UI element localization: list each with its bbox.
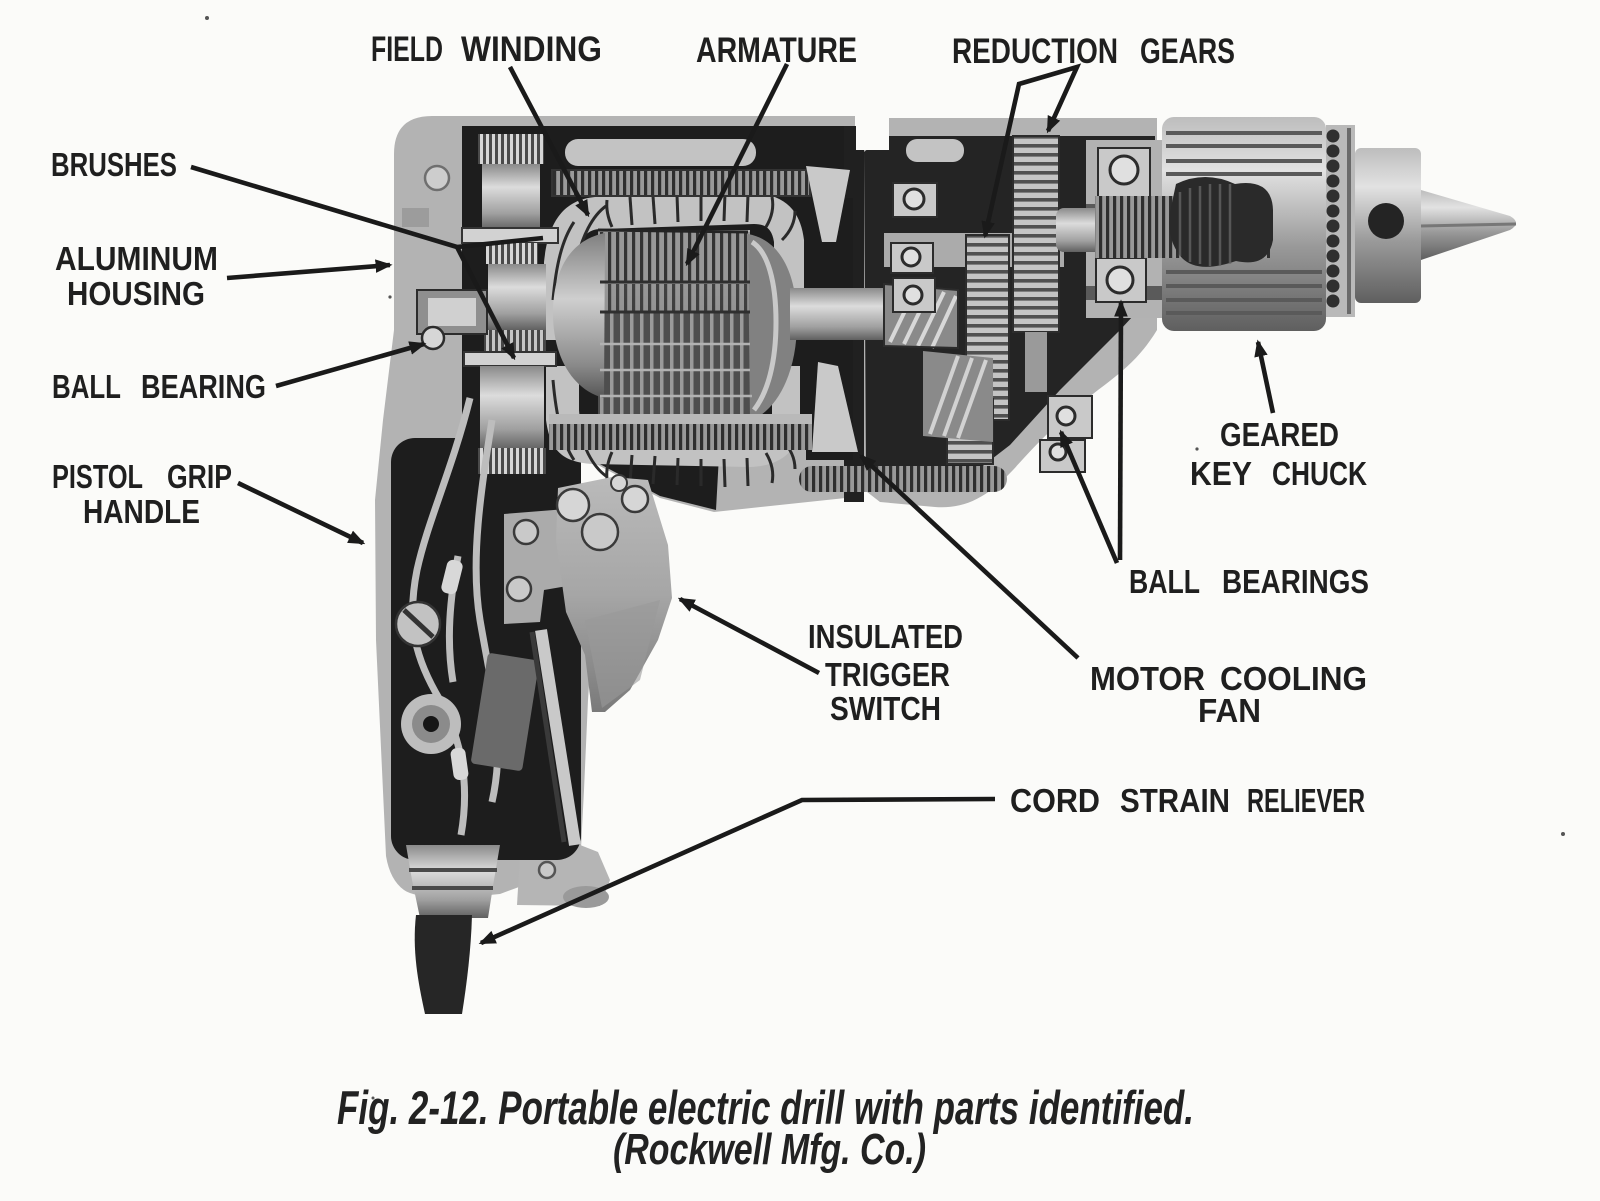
svg-text:FIELD: FIELD xyxy=(371,30,443,69)
svg-text:ARMATURE: ARMATURE xyxy=(696,31,857,70)
svg-text:Fig. 2-12. Portable electric: Fig. 2-12. Portable electric drill with … xyxy=(337,1081,1194,1134)
svg-text:BALL: BALL xyxy=(1129,563,1200,600)
svg-text:GEARS: GEARS xyxy=(1140,32,1235,71)
svg-text:REDUCTION: REDUCTION xyxy=(952,32,1118,71)
svg-text:CORD: CORD xyxy=(1010,782,1100,819)
svg-text:BEARING: BEARING xyxy=(141,368,266,405)
svg-text:STRAIN: STRAIN xyxy=(1120,782,1230,819)
svg-text:INSULATED: INSULATED xyxy=(808,618,963,655)
svg-text:WINDING: WINDING xyxy=(461,30,602,69)
svg-text:GRIP: GRIP xyxy=(167,458,232,495)
svg-text:BALL: BALL xyxy=(52,368,121,405)
svg-text:RELIEVER: RELIEVER xyxy=(1247,782,1365,819)
svg-text:BRUSHES: BRUSHES xyxy=(51,146,177,183)
svg-text:ALUMINUM: ALUMINUM xyxy=(55,240,218,277)
svg-text:TRIGGER: TRIGGER xyxy=(825,656,950,693)
svg-text:KEY: KEY xyxy=(1190,455,1252,492)
svg-text:FAN: FAN xyxy=(1198,692,1261,729)
svg-text:GEARED: GEARED xyxy=(1220,416,1339,453)
svg-text:SWITCH: SWITCH xyxy=(830,690,941,727)
svg-text:(Rockwell Mfg. Co.): (Rockwell Mfg. Co.) xyxy=(613,1125,926,1174)
svg-text:COOLING: COOLING xyxy=(1220,660,1367,697)
svg-text:BEARINGS: BEARINGS xyxy=(1222,563,1369,600)
svg-text:CHUCK: CHUCK xyxy=(1272,455,1367,492)
svg-text:HANDLE: HANDLE xyxy=(83,493,200,530)
svg-text:PISTOL: PISTOL xyxy=(52,458,143,495)
svg-text:HOUSING: HOUSING xyxy=(67,275,205,312)
svg-text:MOTOR: MOTOR xyxy=(1090,660,1205,697)
